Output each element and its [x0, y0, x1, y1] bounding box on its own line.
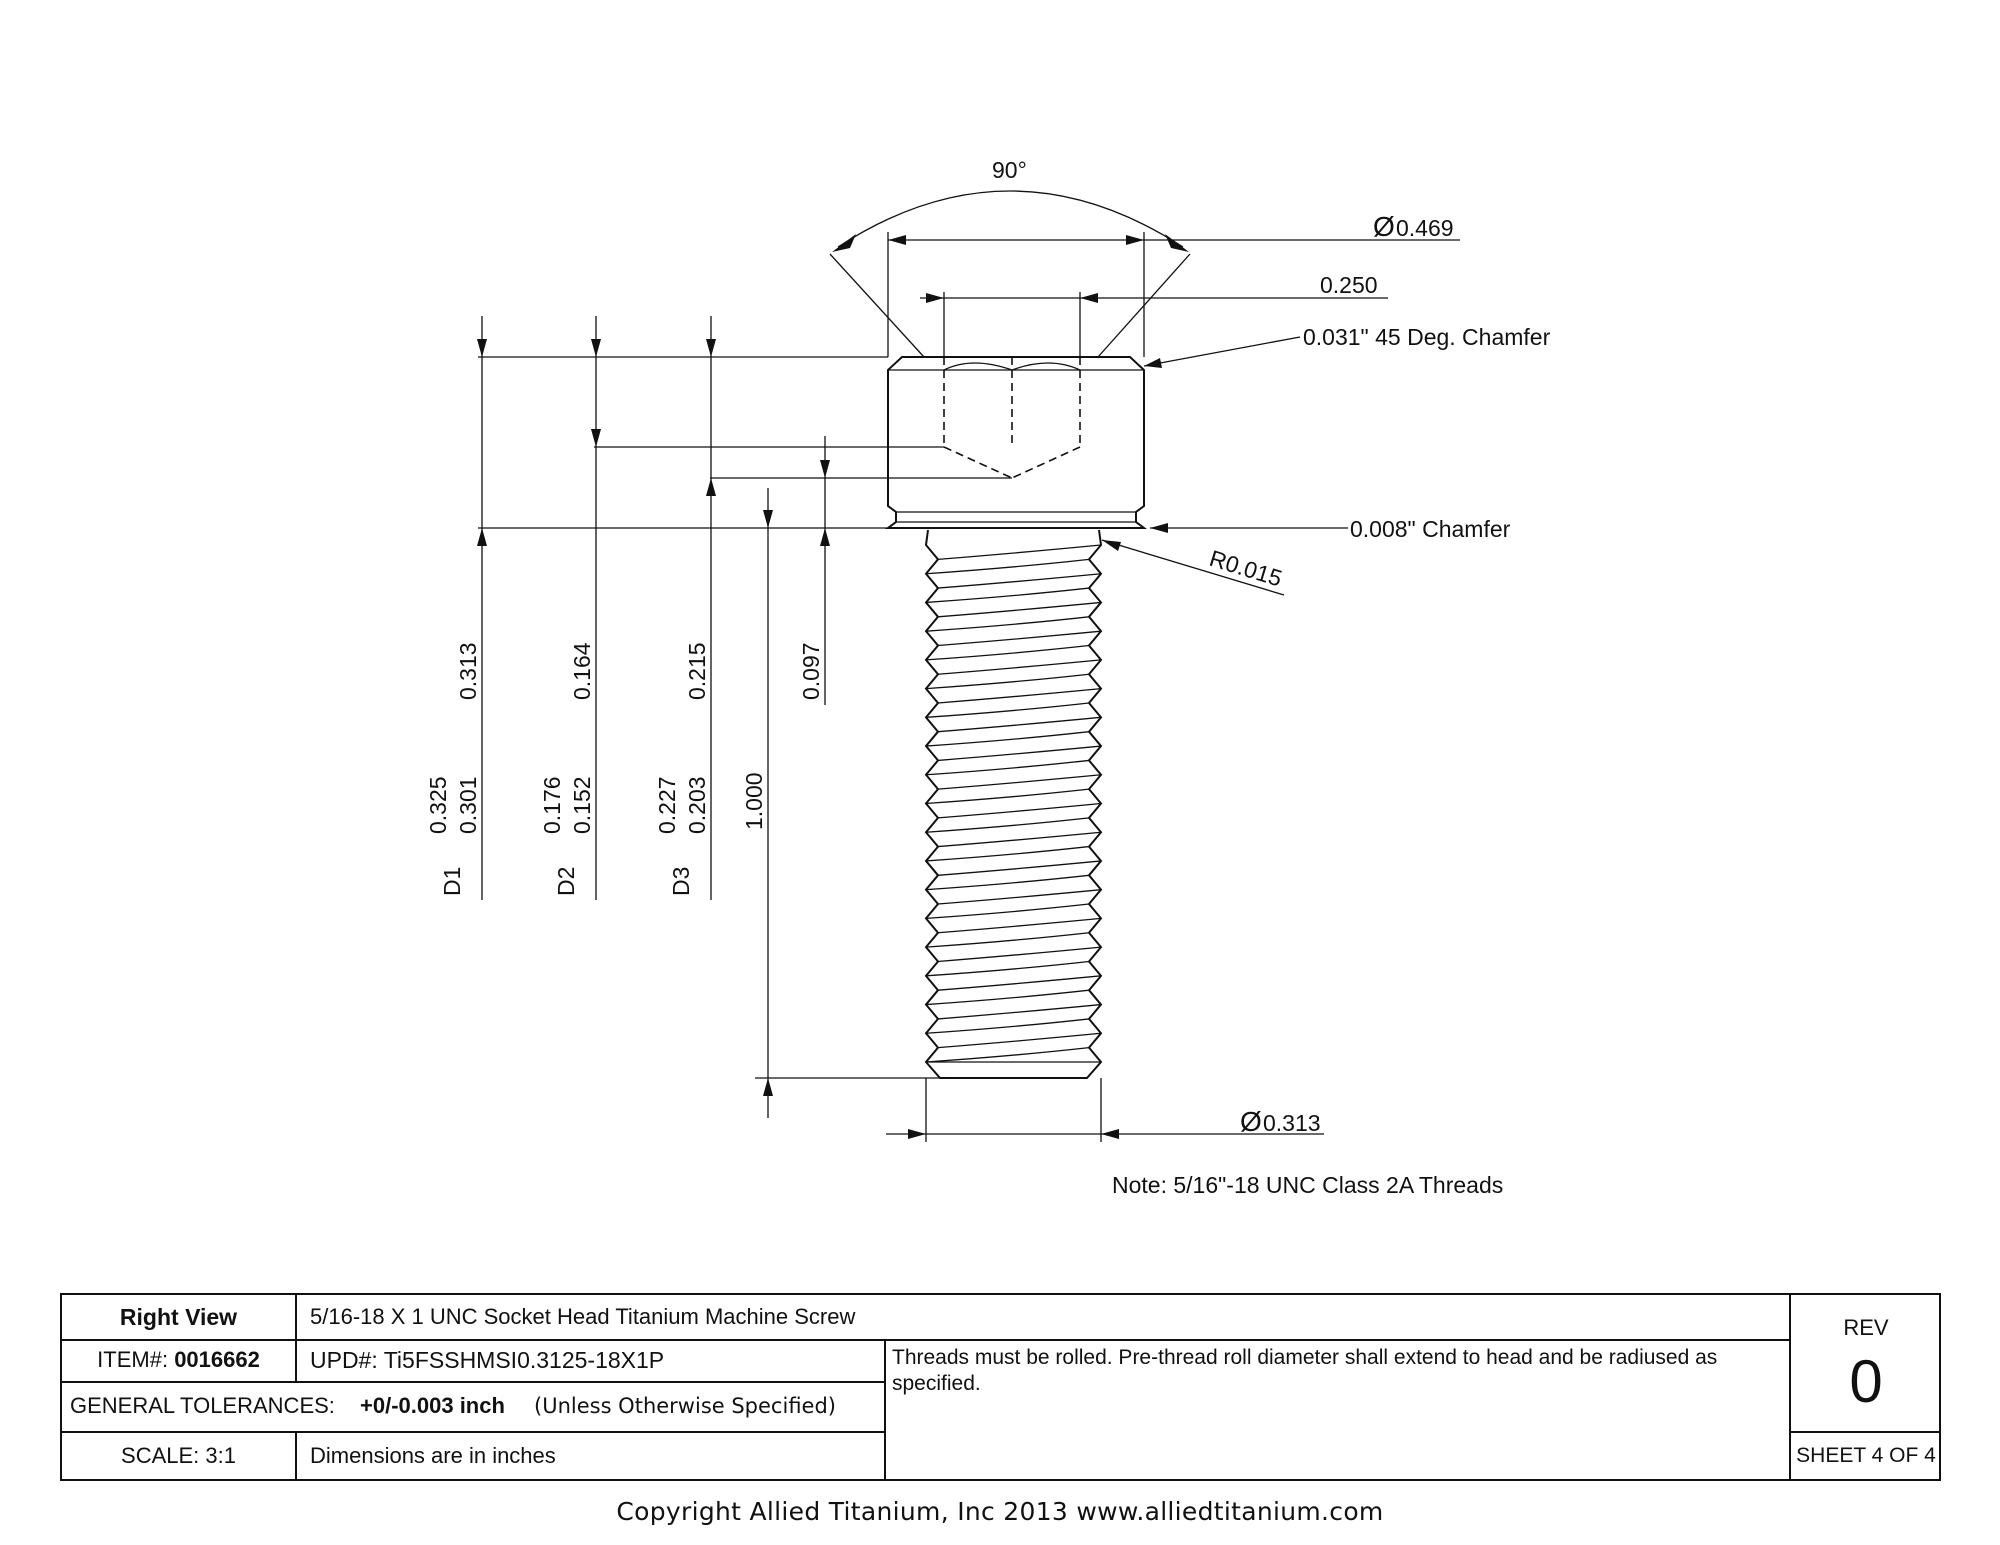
- head-chamfer-label: 0.031" 45 Deg. Chamfer: [1303, 324, 1551, 350]
- item-value: 0016662: [174, 1347, 260, 1372]
- thread-root: [925, 903, 1090, 920]
- units-note: Dimensions are in inches: [310, 1443, 556, 1468]
- thread-root: [925, 616, 1090, 632]
- upd-number: UPD#: Ti5FSSHMSI0.3125-18X1P: [310, 1339, 664, 1381]
- thread-root: [925, 845, 1090, 862]
- title-block: Right View 5/16-18 X 1 UNC Socket Head T…: [60, 1293, 1941, 1481]
- thread-root: [925, 644, 1090, 661]
- thread-crest: [937, 917, 1102, 934]
- tolerance-note: (Unless Otherwise Specified): [534, 1394, 836, 1418]
- thread-crest: [937, 860, 1102, 876]
- thread-root: [925, 932, 1090, 948]
- thread-diameter-symbol: Ø: [1240, 1106, 1262, 1137]
- fillet-radius-label: R0.015: [1207, 545, 1286, 592]
- thread-root: [925, 587, 1090, 604]
- upd-label: UPD#:: [310, 1347, 378, 1373]
- rev-value: 0: [1849, 1348, 1883, 1415]
- thread-crest: [937, 745, 1102, 762]
- item-label: ITEM#:: [97, 1347, 169, 1372]
- part-description: 5/16-18 X 1 UNC Socket Head Titanium Mac…: [310, 1304, 856, 1329]
- screw-head: [885, 356, 1147, 529]
- head-height-label: 0.313: [455, 642, 481, 700]
- thread-root: [925, 874, 1090, 891]
- d2-upper-label: 0.176: [539, 776, 565, 834]
- thread-root: [925, 731, 1090, 747]
- thread-root: [925, 989, 1090, 1006]
- d3-upper-label: 0.227: [654, 776, 680, 834]
- view-label: Right View: [119, 1304, 238, 1330]
- rev-label: REV: [1843, 1315, 1889, 1340]
- thread-crest: [937, 1032, 1102, 1049]
- thread-crest: [937, 975, 1102, 991]
- thread-outline: [924, 529, 1103, 1079]
- thread-diameter-dimension: Ø 0.313: [886, 1078, 1324, 1142]
- thread-diameter-label: 0.313: [1263, 1110, 1321, 1136]
- copyright: Copyright Allied Titanium, Inc 2013 www.…: [616, 1497, 1384, 1526]
- socket-depth-label: 0.164: [569, 642, 595, 700]
- thread-root: [925, 788, 1090, 805]
- thread-root: [925, 960, 1090, 977]
- d1-lower-label: 0.301: [455, 776, 481, 834]
- vertical-dimensions: 0.313 0.325 0.301 D1 0.164 0.176 0.152 D…: [425, 316, 1012, 1118]
- thread-root: [925, 759, 1090, 776]
- thread-crest: [937, 802, 1102, 819]
- thread-crest: [937, 544, 1102, 561]
- angle-label: 90°: [992, 157, 1027, 183]
- manufacturing-notes: Threads must be rolled. Pre-thread roll …: [892, 1346, 1718, 1395]
- length-label: 1.000: [741, 772, 767, 830]
- thread-crest: [937, 630, 1102, 647]
- thread-crest: [937, 774, 1102, 790]
- tolerance-value: +0/-0.003 inch: [360, 1393, 505, 1418]
- thread-crest: [937, 687, 1102, 704]
- d2-lower-label: 0.152: [569, 776, 595, 834]
- threaded-shank: [924, 529, 1103, 1079]
- d3-lower-label: 0.203: [684, 776, 710, 834]
- screw-drawing: 90° Ø 0.469 0.250 0.031" 45 Deg. Chamfer…: [425, 157, 1551, 1198]
- angle-dimension: 90°: [829, 157, 1191, 358]
- thread-crest: [937, 716, 1102, 733]
- thread-note: Note: 5/16"-18 UNC Class 2A Threads: [1112, 1172, 1503, 1198]
- thread-root: [925, 702, 1090, 718]
- thread-root: [925, 817, 1090, 833]
- thread-root: [925, 673, 1090, 690]
- d3-label: D3: [668, 867, 694, 896]
- thread-crest: [937, 831, 1102, 848]
- under-head-chamfer-label: 0.008" Chamfer: [1350, 516, 1511, 542]
- socket-point-depth-label: 0.215: [684, 642, 710, 700]
- chamfer-leaders: 0.031" 45 Deg. Chamfer 0.008" Chamfer R0…: [1101, 324, 1551, 596]
- diameter-symbol: Ø: [1373, 211, 1395, 242]
- scale-label: SCALE: 3:1: [121, 1443, 236, 1468]
- d1-upper-label: 0.325: [425, 776, 451, 834]
- thread-root: [925, 558, 1090, 575]
- thread-crest: [937, 946, 1102, 963]
- thread-crest: [937, 573, 1102, 589]
- upd-value: Ti5FSSHMSI0.3125-18X1P: [383, 1347, 665, 1373]
- thread-root: [925, 1046, 1090, 1063]
- d2-label: D2: [553, 867, 579, 896]
- head-diameter-label: 0.469: [1396, 215, 1454, 241]
- thread-crest: [937, 601, 1102, 618]
- thread-root: [925, 1018, 1090, 1034]
- d1-label: D1: [439, 867, 465, 896]
- thread-crest: [937, 889, 1102, 905]
- sheet-number: SHEET 4 OF 4: [1796, 1444, 1936, 1467]
- wall-depth-label: 0.097: [798, 642, 824, 700]
- tolerance-label: GENERAL TOLERANCES:: [70, 1393, 335, 1418]
- item-number: ITEM#: 0016662: [62, 1339, 295, 1381]
- thread-crest: [937, 1003, 1102, 1020]
- socket-width-label: 0.250: [1320, 272, 1378, 298]
- thread-crest: [937, 659, 1102, 675]
- head-diameter-dimension: Ø 0.469: [887, 211, 1460, 357]
- socket-width-dimension: 0.250: [920, 272, 1388, 357]
